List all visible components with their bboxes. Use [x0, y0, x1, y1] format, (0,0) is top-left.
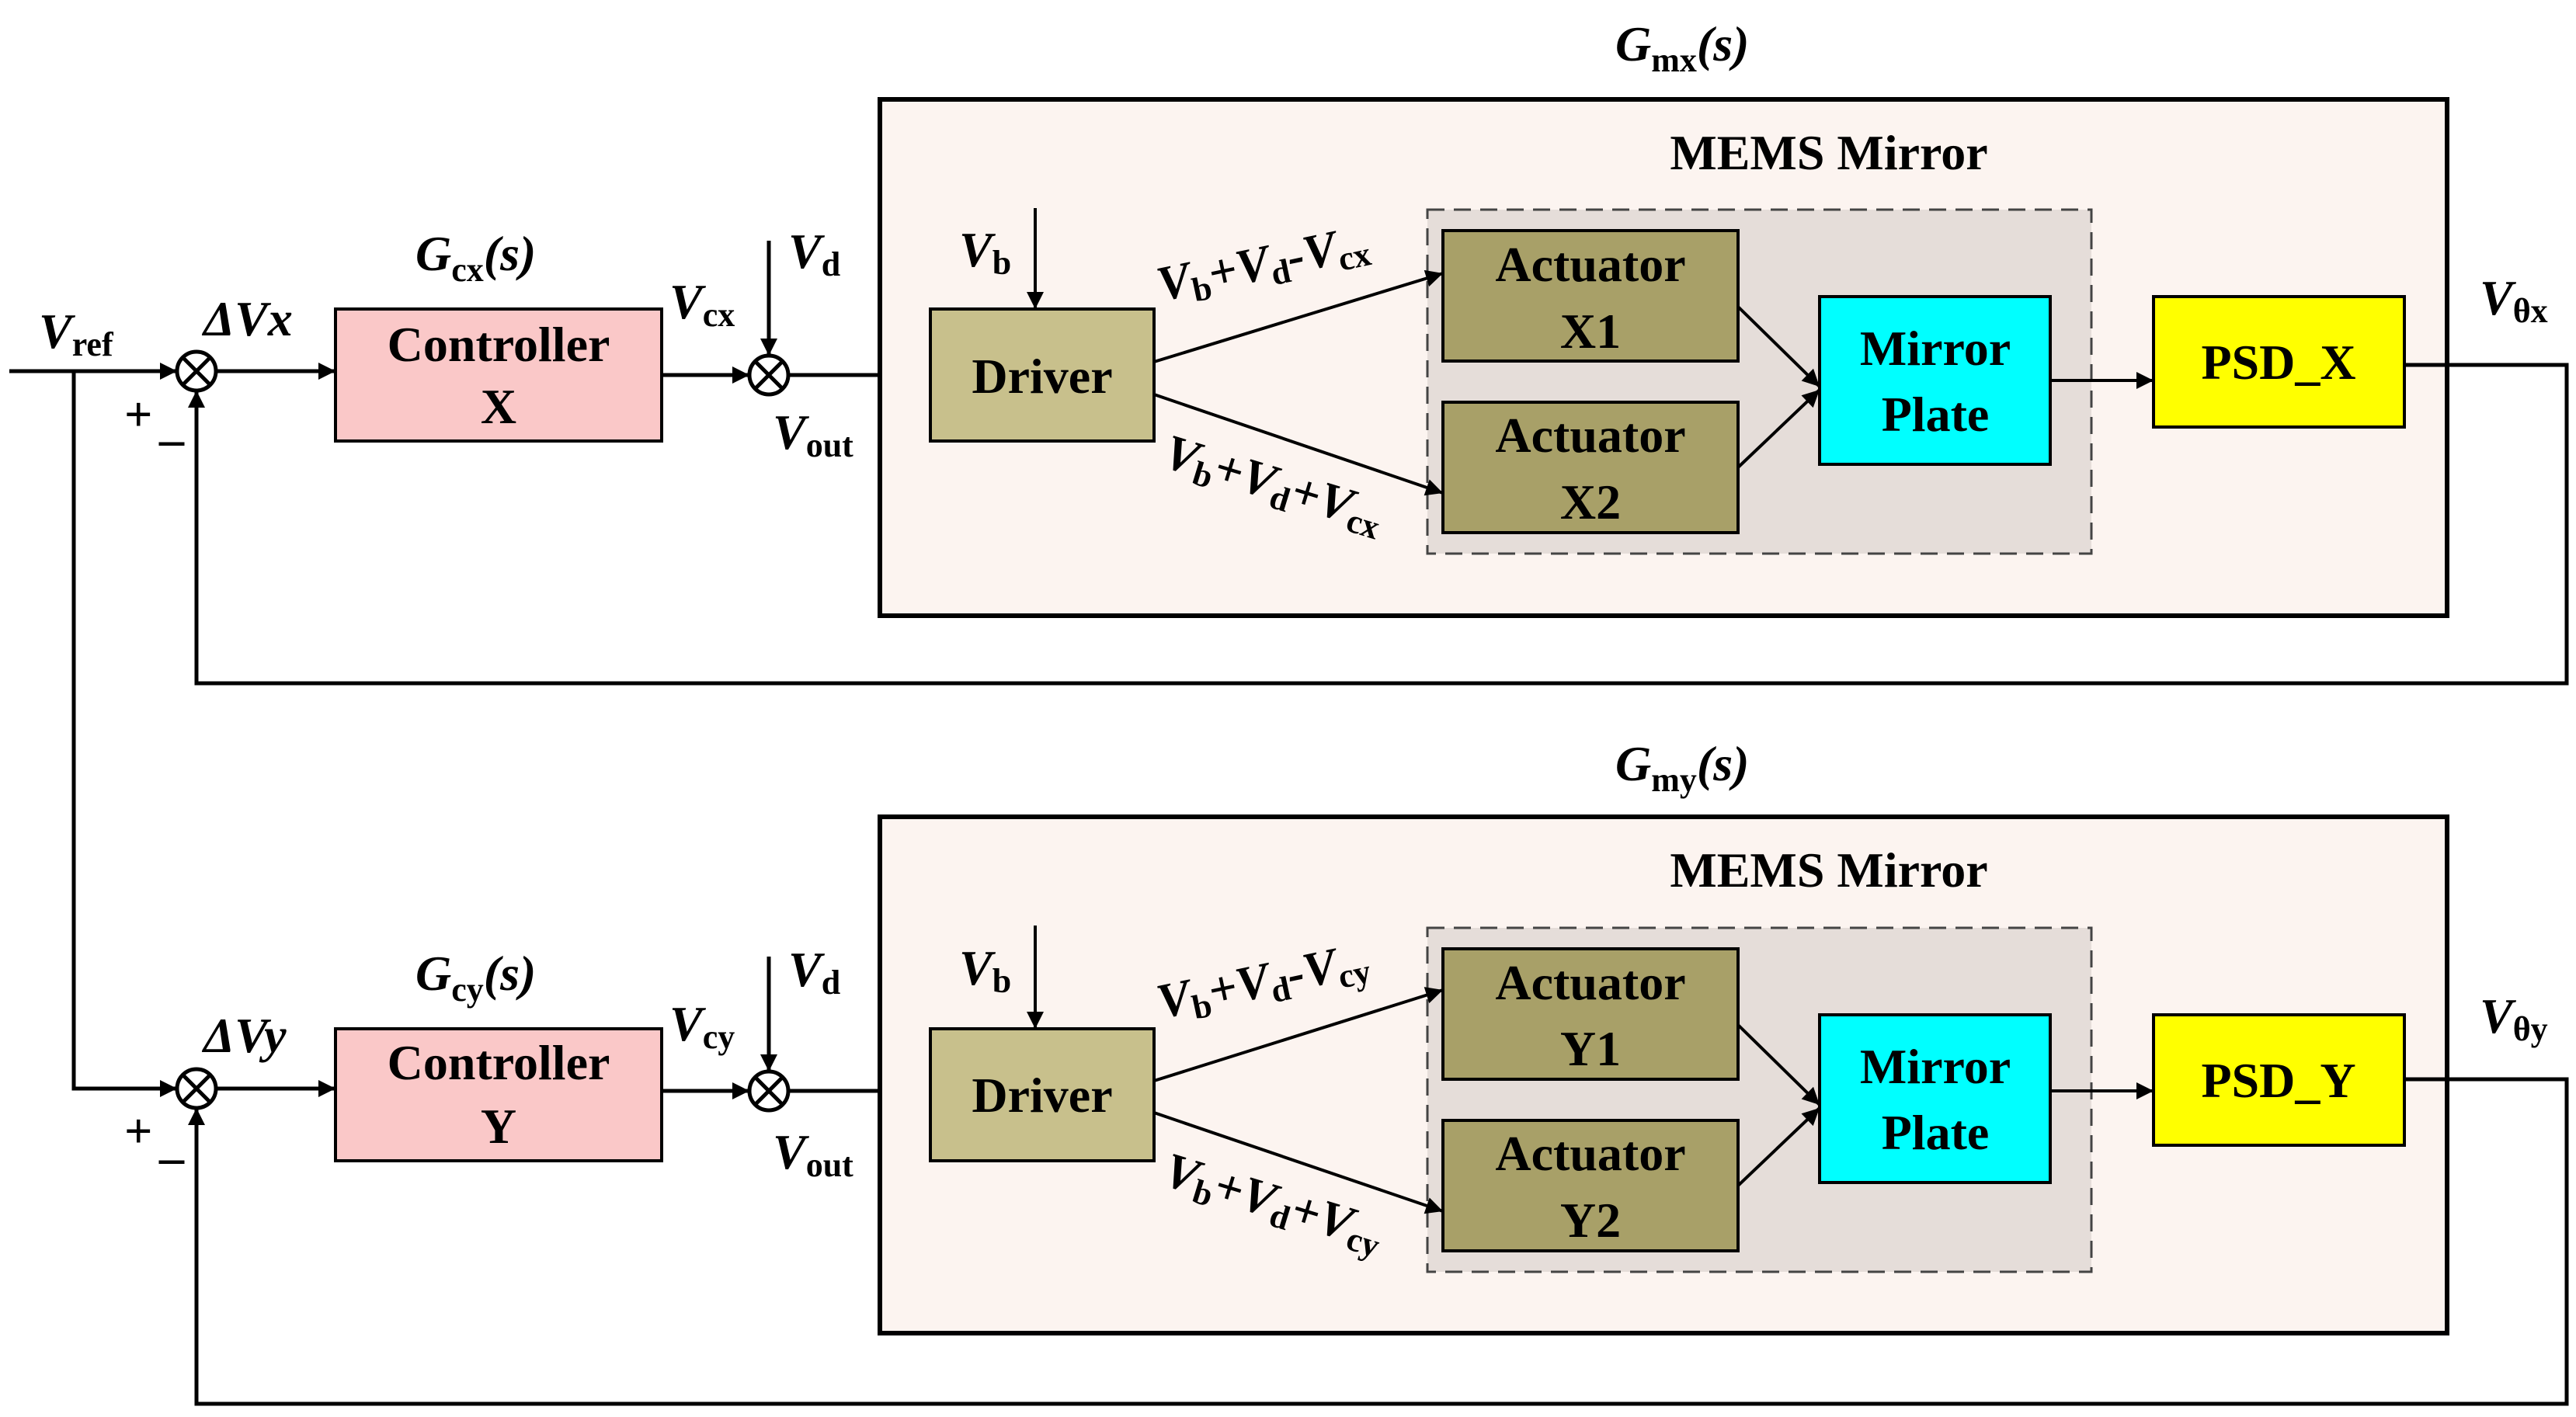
vb-label-y: Vb: [959, 940, 1011, 1000]
output-label-x: Vθx: [2480, 270, 2548, 330]
mirror-plate-x-label-line2: Plate: [1882, 387, 1990, 442]
mems-mirror-title-y: MEMS Mirror: [1670, 842, 1987, 898]
mirror-plate-x-label-line1: Mirror: [1860, 321, 2011, 376]
mirror-plate-y-label-line2: Plate: [1882, 1105, 1990, 1160]
plus-sign-x: +: [124, 387, 152, 442]
vc-label-y: Vcy: [669, 996, 735, 1056]
actuator-x1-label-line2: X1: [1560, 304, 1621, 359]
controller-y-label-line1: Controller: [388, 1035, 610, 1090]
controller-x-label-line1: Controller: [388, 317, 610, 372]
mirror-plate-y-label-line1: Mirror: [1860, 1039, 2011, 1094]
summing-junction-x: [175, 349, 218, 393]
actuator-y1-label-line1: Actuator: [1495, 955, 1685, 1010]
reference-branch-line: [71, 371, 177, 1097]
vc-label-x: Vcx: [669, 274, 735, 334]
plant-tf-label-y: Gmy(s): [1615, 736, 1749, 799]
minus-sign-y: _: [158, 1113, 185, 1168]
mirror-plate-x-block: [1818, 295, 2052, 466]
minus-sign-x: _: [158, 394, 185, 450]
svg-text:Vref: Vref: [39, 304, 114, 363]
feedback-line-y: [188, 1077, 2569, 1406]
svg-text:Gmy(s): Gmy(s): [1615, 736, 1749, 799]
actuator-x1-label-line1: Actuator: [1495, 237, 1685, 292]
actuator-y2-to-mirror-line: [1736, 1106, 1821, 1187]
disturbance-junction-y: [747, 1069, 791, 1113]
controller-y-label-line2: Y: [481, 1099, 516, 1154]
driver-label-y: Driver: [972, 1068, 1112, 1123]
psd-x-label: PSD_X: [2201, 335, 2355, 390]
disturbance-junction-x: [747, 353, 791, 397]
actuator-y1-to-mirror-line: [1736, 1023, 1821, 1106]
controller-x-label-line2: X: [481, 379, 516, 434]
driver-output-line-2-y: [1153, 1111, 1444, 1214]
vout-label-x: Vout: [773, 405, 853, 464]
vout-label-y: Vout: [773, 1124, 853, 1184]
delta-v-label-y: ΔVy: [201, 1008, 287, 1063]
svg-text:Gcx(s): Gcx(s): [415, 226, 536, 289]
driver-output-line-1-y: [1153, 987, 1444, 1082]
driver-output-line-2-x: [1153, 393, 1444, 496]
vd-label-x: Vd: [788, 224, 840, 283]
feedback-line-x: [188, 363, 2569, 686]
actuator-x1-to-mirror-line: [1736, 305, 1821, 388]
actuator-2-voltage-label-x: Vb+Vd+Vcx: [1156, 423, 1390, 547]
loop-x: + _ ΔVx Gcx(s) Controller X Vcx Vd Vout …: [124, 16, 2569, 686]
svg-text:Gmx(s): Gmx(s): [1615, 16, 1749, 79]
driver-block-x: [929, 307, 1156, 443]
actuator-y2-label-line1: Actuator: [1495, 1126, 1685, 1181]
controller-tf-label-y: Gcy(s): [415, 946, 536, 1009]
delta-v-label-x: ΔVx: [201, 291, 293, 346]
mems-mirror-title-x: MEMS Mirror: [1670, 125, 1987, 180]
driver-block-y: [929, 1027, 1156, 1162]
actuator-x2-to-mirror-line: [1736, 388, 1821, 469]
plus-sign-y: +: [124, 1103, 152, 1158]
controller-tf-label-x: Gcx(s): [415, 226, 536, 289]
summing-junction-y: [175, 1067, 218, 1110]
actuator-y1-label-line2: Y1: [1560, 1021, 1621, 1076]
loop-y: + _ ΔVy Gcy(s) Controller Y Vcy Vd Vout …: [124, 736, 2569, 1406]
vb-label-x: Vb: [959, 222, 1011, 282]
reference-input-label: Vref: [39, 304, 114, 363]
psd-x-block: [2152, 295, 2406, 429]
vd-label-y: Vd: [788, 942, 840, 1002]
plant-tf-label-x: Gmx(s): [1615, 16, 1749, 79]
actuator-x2-block: [1441, 401, 1740, 534]
controller-y-block: [334, 1027, 663, 1162]
driver-output-line-1-x: [1153, 269, 1444, 363]
svg-text:Vb+Vd+Vcy: Vb+Vd+Vcy: [1156, 1141, 1390, 1265]
mirror-plate-y-block: [1818, 1013, 2052, 1184]
actuator-x2-label-line1: Actuator: [1495, 408, 1685, 463]
svg-text:Gcy(s): Gcy(s): [415, 946, 536, 1009]
actuator-y1-block: [1441, 947, 1740, 1081]
actuator-y2-label-line2: Y2: [1560, 1193, 1621, 1248]
actuator-x1-block: [1441, 229, 1740, 363]
actuator-x2-label-line2: X2: [1560, 474, 1621, 530]
controller-x-block: [334, 307, 663, 443]
actuator-2-voltage-label-y: Vb+Vd+Vcy: [1156, 1141, 1390, 1265]
output-label-y: Vθy: [2480, 988, 2548, 1048]
psd-y-label: PSD_Y: [2201, 1053, 2355, 1108]
svg-text:Vb+Vd+Vcx: Vb+Vd+Vcx: [1156, 423, 1390, 547]
driver-label-x: Driver: [972, 349, 1112, 404]
psd-y-block: [2152, 1013, 2406, 1147]
